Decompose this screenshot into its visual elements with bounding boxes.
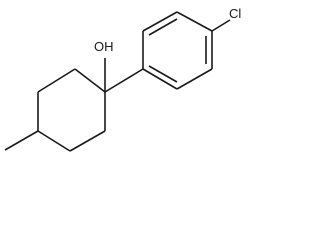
chemical-structure-diagram: OH Cl: [4, 6, 241, 152]
methyl-bond: [4, 130, 39, 151]
ring-bond: [176, 68, 213, 90]
ring-bond: [69, 130, 106, 152]
double-bond: [148, 65, 178, 83]
ring-bond: [142, 11, 178, 32]
ring-bond: [142, 68, 178, 90]
ring-bond: [37, 68, 76, 93]
aryl-bond: [104, 68, 144, 93]
cyclohexane-ring: [37, 68, 106, 152]
ring-bond: [74, 68, 106, 93]
hydroxyl-label: OH: [94, 39, 114, 54]
ring-bond: [37, 130, 71, 152]
chloro-bond: [211, 19, 231, 32]
double-bond: [148, 18, 178, 36]
chloro-label: Cl: [229, 6, 241, 21]
benzene-ring: [142, 11, 213, 90]
ring-bond: [176, 11, 213, 32]
